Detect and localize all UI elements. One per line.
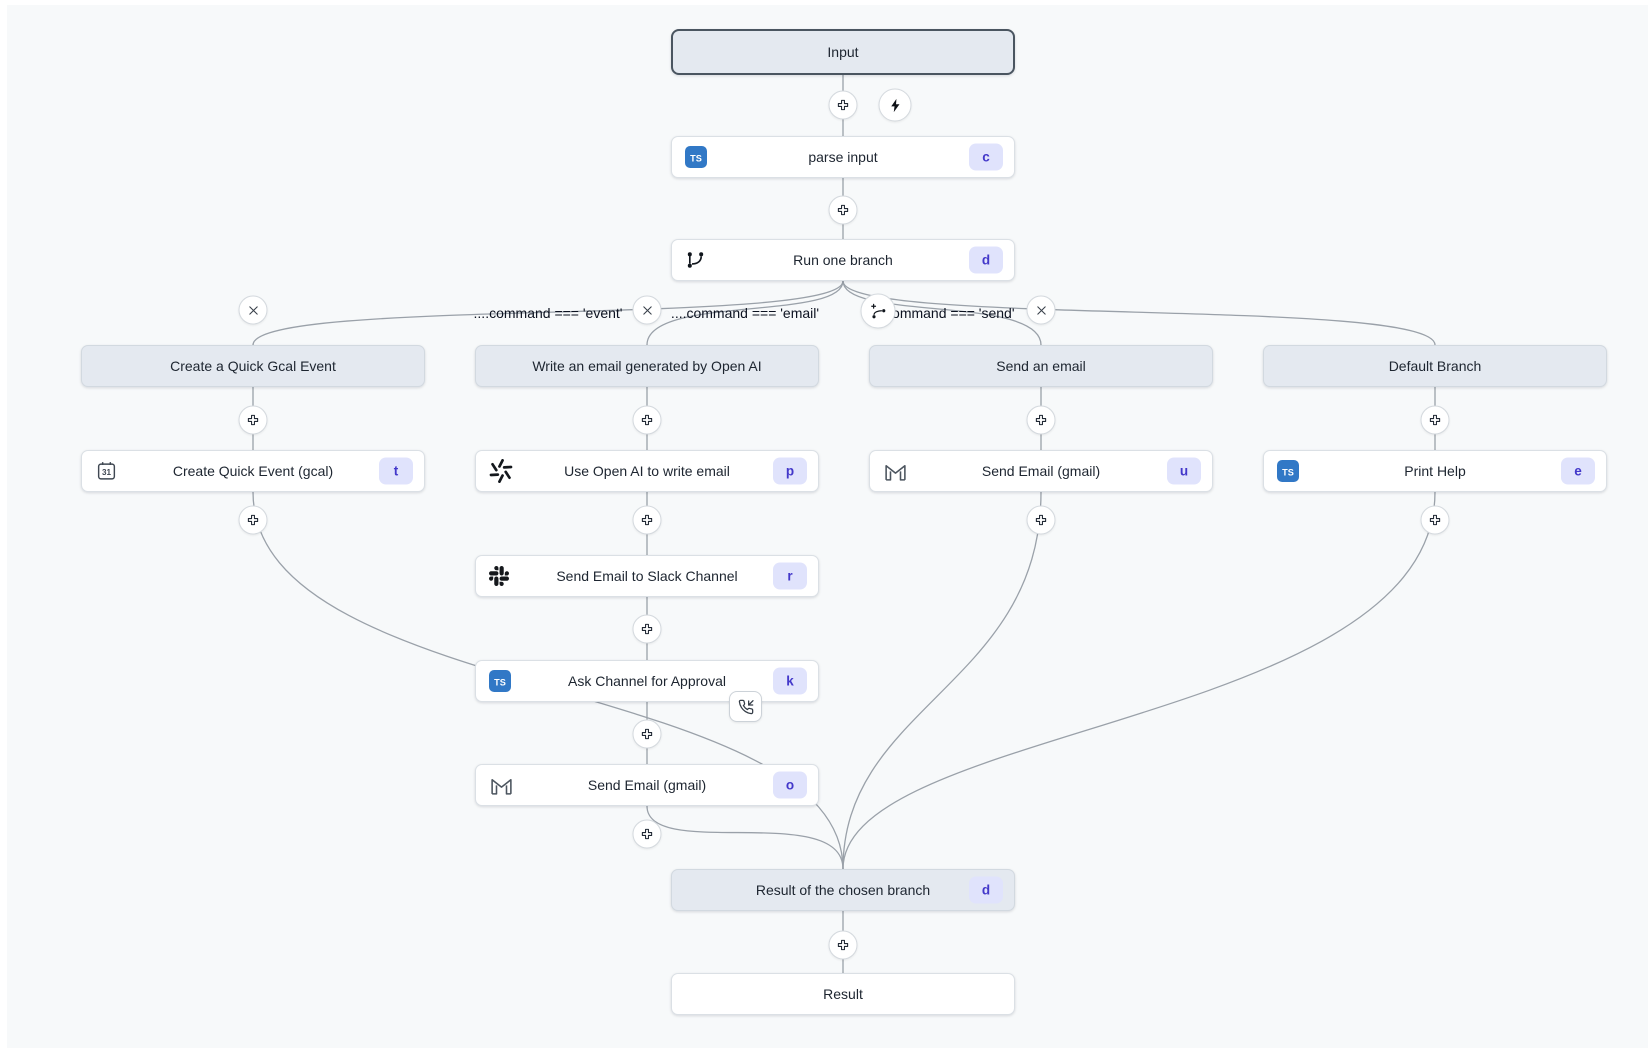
step-badge: k bbox=[773, 667, 807, 695]
add-step-button[interactable] bbox=[632, 405, 662, 435]
step-node-print-help[interactable]: Print Help e bbox=[1263, 450, 1607, 492]
branch-condition-send: ....command === 'send' bbox=[869, 305, 1015, 321]
add-step-button[interactable] bbox=[828, 930, 858, 960]
plus-icon bbox=[1428, 513, 1443, 528]
close-icon bbox=[639, 302, 655, 318]
step-label: parse input bbox=[808, 149, 878, 165]
plus-icon bbox=[246, 413, 261, 428]
plus-icon bbox=[836, 938, 851, 953]
branch-add-icon bbox=[869, 302, 887, 320]
step-badge: e bbox=[1561, 457, 1595, 485]
branch-condition-email: ....command === 'email' bbox=[670, 305, 820, 321]
branch-condition-event: ....command === 'event' bbox=[473, 305, 623, 321]
step-badge: d bbox=[969, 246, 1003, 274]
step-node-parse-input[interactable]: parse input c bbox=[671, 136, 1015, 178]
step-label: Send Email (gmail) bbox=[587, 777, 707, 793]
add-step-button[interactable] bbox=[632, 719, 662, 749]
plus-icon bbox=[836, 203, 851, 218]
lightning-icon bbox=[887, 97, 903, 113]
step-label: Ask Channel for Approval bbox=[568, 673, 726, 689]
branch-header-label: Write an email generated by Open AI bbox=[532, 358, 762, 374]
plus-icon bbox=[1034, 413, 1049, 428]
step-badge: c bbox=[969, 143, 1003, 171]
step-label: Create Quick Event (gcal) bbox=[172, 463, 334, 479]
flow-canvas: Input parse input c Run one branch d ...… bbox=[7, 5, 1648, 1048]
add-step-button[interactable] bbox=[1420, 405, 1450, 435]
result-node[interactable]: Result bbox=[671, 973, 1015, 1015]
typescript-icon bbox=[1277, 460, 1299, 482]
typescript-icon bbox=[685, 146, 707, 168]
step-node-ask-approval[interactable]: Ask Channel for Approval k bbox=[475, 660, 819, 702]
step-label: Run one branch bbox=[793, 252, 893, 268]
input-node[interactable]: Input bbox=[671, 29, 1015, 75]
branch-header-label: Send an email bbox=[996, 358, 1086, 374]
add-step-button[interactable] bbox=[238, 405, 268, 435]
close-icon bbox=[1033, 302, 1049, 318]
result-of-chosen-branch-node[interactable]: Result of the chosen branch d bbox=[671, 869, 1015, 911]
step-label: Use Open AI to write email bbox=[564, 463, 730, 479]
add-step-button[interactable] bbox=[828, 195, 858, 225]
step-badge: o bbox=[773, 771, 807, 799]
branch-header-default[interactable]: Default Branch bbox=[1263, 345, 1607, 387]
add-step-button[interactable] bbox=[632, 505, 662, 535]
git-branch-icon bbox=[685, 250, 706, 271]
add-branch-button[interactable] bbox=[860, 293, 896, 329]
slack-icon bbox=[489, 566, 509, 586]
plus-icon bbox=[836, 98, 851, 113]
suspend-approval-button[interactable] bbox=[729, 691, 762, 722]
delete-branch-button[interactable] bbox=[632, 295, 662, 325]
plus-icon bbox=[640, 727, 655, 742]
branch-header-label: Create a Quick Gcal Event bbox=[170, 358, 336, 374]
step-label: Result of the chosen branch bbox=[755, 882, 931, 898]
plus-icon bbox=[640, 413, 655, 428]
step-node-send-email-slack[interactable]: Send Email to Slack Channel r bbox=[475, 555, 819, 597]
branch-header-send-email[interactable]: Send an email bbox=[869, 345, 1213, 387]
delete-branch-button[interactable] bbox=[1026, 295, 1056, 325]
typescript-icon bbox=[489, 670, 511, 692]
step-node-send-email-gmail-2[interactable]: Send Email (gmail) o bbox=[475, 764, 819, 806]
result-node-label: Result bbox=[823, 986, 863, 1002]
step-label: Print Help bbox=[1404, 463, 1466, 479]
add-step-button[interactable] bbox=[238, 505, 268, 535]
input-node-label: Input bbox=[827, 44, 859, 60]
add-step-button[interactable] bbox=[1026, 405, 1056, 435]
plus-icon bbox=[1428, 413, 1443, 428]
openai-icon bbox=[489, 459, 513, 483]
step-node-run-one-branch[interactable]: Run one branch d bbox=[671, 239, 1015, 281]
add-step-button[interactable] bbox=[828, 90, 858, 120]
delete-branch-button[interactable] bbox=[238, 295, 268, 325]
plus-icon bbox=[640, 827, 655, 842]
step-badge: u bbox=[1167, 457, 1201, 485]
plus-icon bbox=[640, 513, 655, 528]
gmail-icon bbox=[489, 774, 514, 797]
step-label: Send Email (gmail) bbox=[981, 463, 1101, 479]
plus-icon bbox=[640, 622, 655, 637]
phone-incoming-icon bbox=[738, 699, 754, 715]
step-node-use-openai[interactable]: Use Open AI to write email p bbox=[475, 450, 819, 492]
plus-icon bbox=[1034, 513, 1049, 528]
branch-header-openai[interactable]: Write an email generated by Open AI bbox=[475, 345, 819, 387]
trigger-button[interactable] bbox=[878, 88, 912, 122]
step-node-create-quick-event[interactable]: Create Quick Event (gcal) t bbox=[81, 450, 425, 492]
add-step-button[interactable] bbox=[1026, 505, 1056, 535]
add-step-button[interactable] bbox=[1420, 505, 1450, 535]
step-badge: t bbox=[379, 457, 413, 485]
close-icon bbox=[245, 302, 261, 318]
branch-header-gcal[interactable]: Create a Quick Gcal Event bbox=[81, 345, 425, 387]
gmail-icon bbox=[883, 460, 908, 483]
gcal-icon bbox=[95, 460, 118, 483]
add-step-button[interactable] bbox=[632, 819, 662, 849]
step-badge: p bbox=[773, 457, 807, 485]
plus-icon bbox=[246, 513, 261, 528]
branch-header-label: Default Branch bbox=[1388, 358, 1482, 374]
step-node-send-email-gmail[interactable]: Send Email (gmail) u bbox=[869, 450, 1213, 492]
add-step-button[interactable] bbox=[632, 614, 662, 644]
step-badge: r bbox=[773, 562, 807, 590]
step-label: Send Email to Slack Channel bbox=[556, 568, 738, 584]
step-badge: d bbox=[969, 876, 1003, 904]
